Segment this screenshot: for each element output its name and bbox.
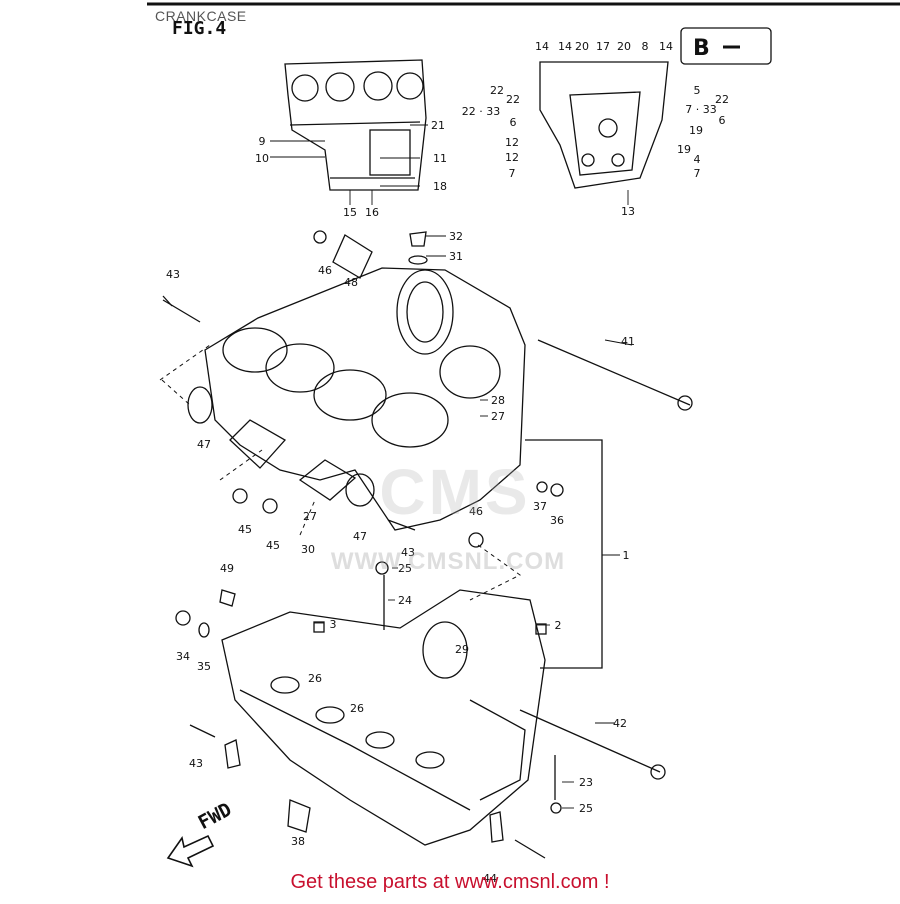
- callout-49: 49: [220, 562, 234, 575]
- callout-38: 38: [291, 835, 305, 848]
- tag-box: [680, 27, 772, 65]
- callout-29: 29: [455, 643, 469, 656]
- callout-6b: 6: [719, 114, 726, 127]
- callout-16: 16: [365, 206, 379, 219]
- footer-link[interactable]: Get these parts at www.cmsnl.com !: [290, 871, 610, 893]
- callout-12b: 12: [505, 151, 519, 164]
- callout-32: 32: [449, 230, 463, 243]
- upper-crankcase: [204, 267, 526, 531]
- callout-19a: 19: [689, 124, 703, 137]
- callout-28: 28: [491, 394, 505, 407]
- callout-7a: 7: [509, 167, 516, 180]
- figure-label: FIG.4: [172, 18, 227, 39]
- callout-46a: 46: [318, 264, 332, 277]
- callout-10: 10: [255, 152, 269, 165]
- callout-22a: 22: [490, 84, 504, 97]
- inset-lower-case: [539, 61, 669, 189]
- callout-44: 44: [483, 872, 497, 885]
- callout-42: 42: [613, 717, 627, 730]
- callout-43c: 43: [189, 757, 203, 770]
- callout-3: 3: [330, 618, 337, 631]
- callout-733: 7 · 33: [685, 103, 717, 116]
- callout-26a: 26: [308, 672, 322, 685]
- callout-4: 4: [694, 153, 701, 166]
- callout-22c: 22: [715, 93, 729, 106]
- callout-23: 23: [579, 776, 593, 789]
- callout-47b: 47: [353, 530, 367, 543]
- inset-upper-case: [284, 59, 427, 191]
- callout-labels: 9 10 11 18 21 15 16 14 14 20 17 20 8 14 …: [166, 40, 729, 885]
- callout-8: 8: [642, 40, 649, 53]
- callout-15: 15: [343, 206, 357, 219]
- callout-14b: 14: [558, 40, 572, 53]
- page-title: CRANKCASE: [155, 8, 247, 24]
- tag-letter: B: [693, 36, 710, 61]
- callout-27b: 27: [303, 510, 317, 523]
- fwd-arrow-icon: [166, 834, 215, 868]
- lower-crankcase: [221, 589, 546, 846]
- callout-47a: 47: [197, 438, 211, 451]
- callout-31: 31: [449, 250, 463, 263]
- callout-34: 34: [176, 650, 190, 663]
- callout-21: 21: [431, 119, 445, 132]
- watermark-url: WWW.CMSNL.COM: [330, 548, 566, 575]
- callout-37: 37: [533, 500, 547, 513]
- callout-1: 1: [623, 549, 630, 562]
- callout-11: 11: [433, 152, 447, 165]
- callout-20b: 20: [617, 40, 631, 53]
- callout-6a: 6: [510, 116, 517, 129]
- callout-25b: 25: [579, 802, 593, 815]
- callout-45a: 45: [238, 523, 252, 536]
- studs-bolts: [162, 230, 693, 859]
- callout-25a: 25: [398, 562, 412, 575]
- callout-2: 2: [555, 619, 562, 632]
- callout-35: 35: [197, 660, 211, 673]
- bracket-1: [525, 439, 603, 669]
- watermark-logo: CMS: [379, 456, 531, 528]
- callout-22b: 22: [506, 93, 520, 106]
- callout-2233: 22 · 33: [462, 105, 500, 118]
- callout-9: 9: [259, 135, 266, 148]
- callout-24: 24: [398, 594, 412, 607]
- callout-45b: 45: [266, 539, 280, 552]
- callout-30: 30: [301, 543, 315, 556]
- callout-41: 41: [621, 335, 635, 348]
- callout-43b: 43: [401, 546, 415, 559]
- dashed-guides: [159, 344, 521, 601]
- callout-36: 36: [550, 514, 564, 527]
- callout-19b: 19: [677, 143, 691, 156]
- callout-5: 5: [694, 84, 701, 97]
- callout-27a: 27: [491, 410, 505, 423]
- callout-13: 13: [621, 205, 635, 218]
- callout-14c: 14: [659, 40, 673, 53]
- callout-14a: 14: [535, 40, 549, 53]
- callout-20a: 20: [575, 40, 589, 53]
- leader-lines: [270, 124, 633, 809]
- callout-48: 48: [344, 276, 358, 289]
- callout-43a: 43: [166, 268, 180, 281]
- callout-7b: 7: [694, 167, 701, 180]
- callout-18: 18: [433, 180, 447, 193]
- callout-46b: 46: [469, 505, 483, 518]
- callout-26b: 26: [350, 702, 364, 715]
- callout-17: 17: [596, 40, 610, 53]
- callout-12a: 12: [505, 136, 519, 149]
